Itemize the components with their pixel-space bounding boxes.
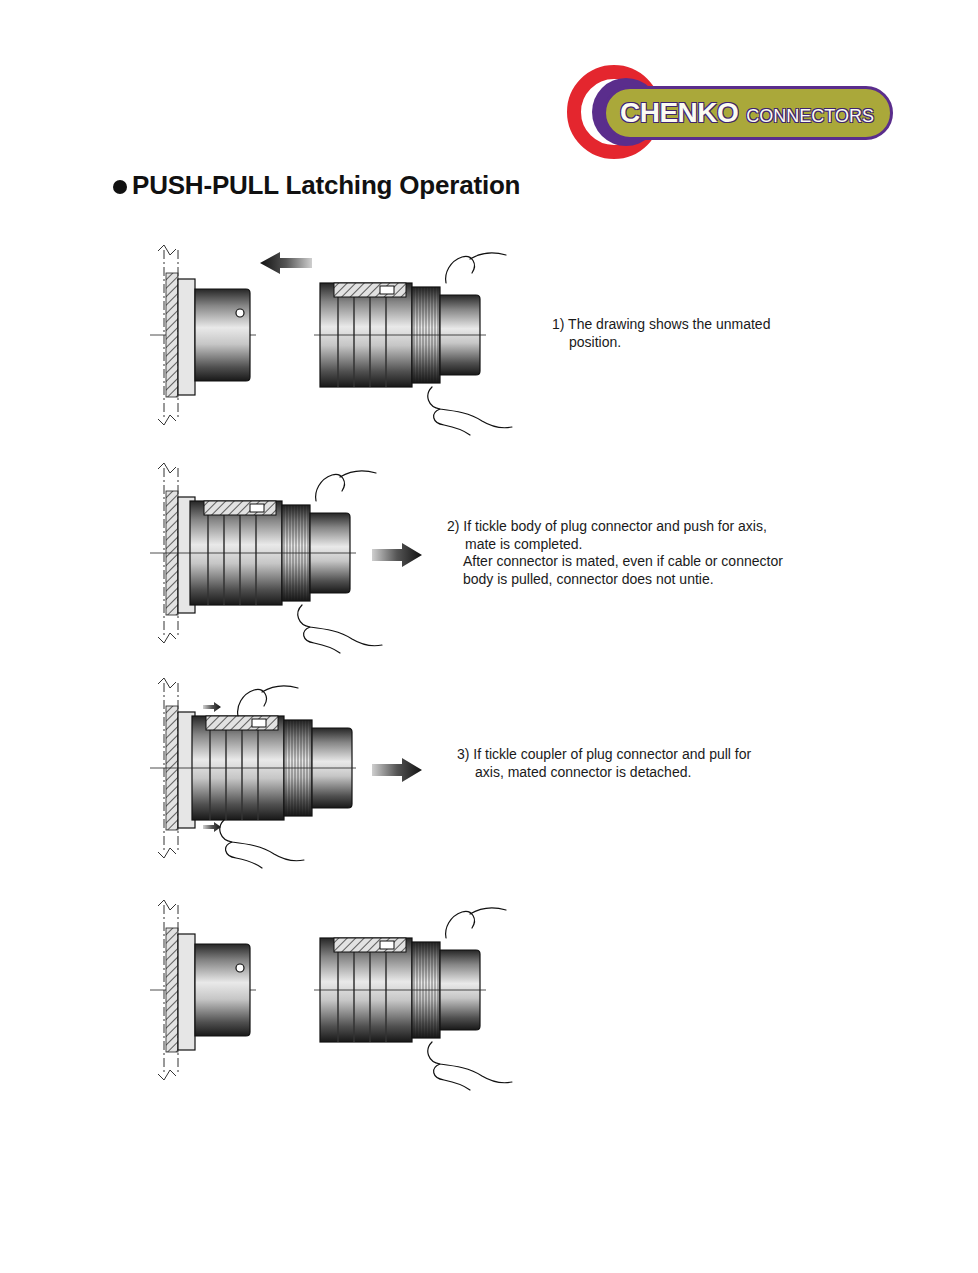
step-note: 1) The drawing shows the unmated positio… bbox=[552, 316, 802, 351]
step-note: 2) If tickle body of plug connector and … bbox=[447, 518, 797, 553]
step-note: After connector is mated, even if cable … bbox=[463, 553, 813, 588]
logo-badge: CHENKO CONNECTORS bbox=[603, 86, 893, 140]
brand-name: CHENKO bbox=[620, 97, 738, 129]
step-note: 3) If tickle coupler of plug connector a… bbox=[457, 746, 757, 781]
brand-subtitle: CONNECTORS bbox=[746, 106, 874, 127]
page-title: PUSH-PULL Latching Operation bbox=[132, 170, 520, 201]
